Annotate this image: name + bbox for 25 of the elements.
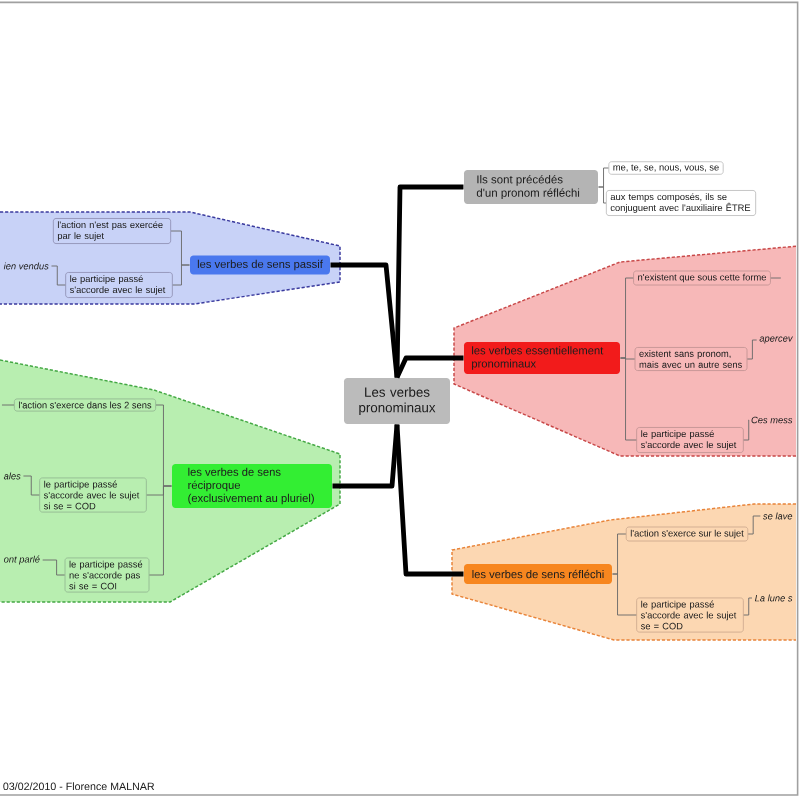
connector [23,475,40,496]
connector [612,533,627,575]
connector [770,277,782,279]
connector [172,264,190,286]
boundary-polygon [453,245,797,457]
connector [743,419,750,441]
connector [330,262,400,378]
connector [620,357,636,360]
connector [51,265,66,286]
connector [148,485,172,576]
connector [743,597,753,616]
connector [42,559,66,576]
connector [332,424,400,489]
connector [612,573,637,616]
connector [1,404,15,406]
connector [747,515,761,535]
connector [746,339,758,360]
connector [394,355,464,379]
connector [394,424,464,577]
boundary-polygon [451,503,797,641]
connector [620,277,634,359]
connector [598,167,609,188]
connector [620,357,637,441]
boundary-polygon [0,211,341,305]
connector [598,186,607,204]
